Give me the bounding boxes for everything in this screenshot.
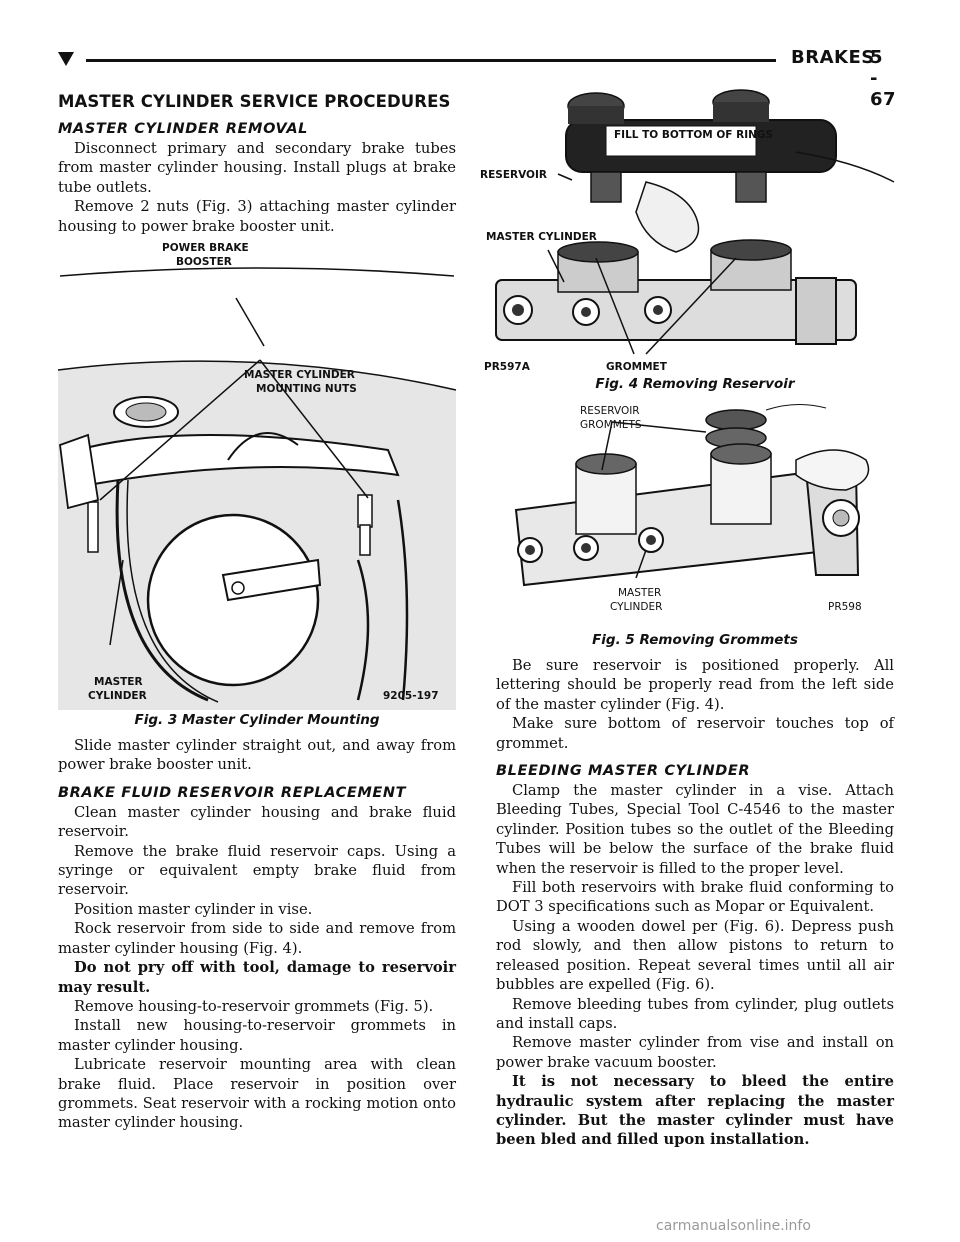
paragraph: Remove bleeding tubes from cylinder, plu… xyxy=(496,995,894,1032)
figure-code: 9205-197 xyxy=(383,690,439,702)
label-grommets-2: GROMMETS xyxy=(580,419,642,431)
paragraph: Make sure bottom of reservoir touches to… xyxy=(496,715,894,752)
paragraph: Rock reservoir from side to side and rem… xyxy=(58,920,456,957)
label-cylinder: MASTER CYLINDER xyxy=(486,231,597,243)
removing-reservoir-illustration: FILL TO BOTTOM OF RINGS xyxy=(480,89,895,373)
label-grommets-1: RESERVOIR xyxy=(580,405,640,417)
paragraph: Remove master cylinder from vise and ins… xyxy=(496,1034,894,1071)
page-title: MASTER CYLINDER SERVICE PROCEDURES xyxy=(58,92,451,111)
paragraph: Install new housing-to-reservoir grommet… xyxy=(58,1017,456,1054)
label-booster-2: BOOSTER xyxy=(176,256,232,268)
label-reservoir: RESERVOIR xyxy=(480,169,547,181)
figure-code: PR597A xyxy=(484,361,531,373)
label-cyl-2: CYLINDER xyxy=(610,601,662,613)
paragraph: Remove housing-to-reservoir grommets (Fi… xyxy=(74,997,434,1015)
label-cyl-1: MASTER xyxy=(618,587,661,599)
figure-code: PR598 xyxy=(828,601,862,613)
watermark: carmanualsonline.info xyxy=(656,1218,811,1234)
label-nuts-2: MOUNTING NUTS xyxy=(256,383,357,395)
label-fill: FILL TO BOTTOM OF RINGS xyxy=(614,129,773,141)
label-cyl-1: MASTER xyxy=(94,676,143,688)
paragraph: Remove 2 nuts (Fig. 3) attaching master … xyxy=(58,198,456,235)
paragraph: Fill both reservoirs with brake fluid co… xyxy=(496,879,894,916)
important-note: It is not necessary to bleed the entire … xyxy=(496,1073,894,1149)
label-grommet: GROMMET xyxy=(606,361,668,373)
page-header: BRAKES 5 - 67 xyxy=(58,38,896,110)
master-cylinder-mounting-illustration: POWER BRAKE BOOSTER MASTER CYLINDER MOUN… xyxy=(57,242,457,711)
header-rule xyxy=(86,59,776,62)
left-column: MASTER CYLINDER SERVICE PROCEDURES MASTE… xyxy=(57,92,457,1133)
paragraph: Clamp the master cylinder in a vise. Att… xyxy=(496,782,894,877)
paragraph: Using a wooden dowel per (Fig. 6). Depre… xyxy=(496,917,894,994)
label-nuts-1: MASTER CYLINDER xyxy=(244,369,355,381)
paragraph: Disconnect primary and secondary brake t… xyxy=(58,140,456,196)
bleeding-heading: BLEEDING MASTER CYLINDER xyxy=(496,763,751,780)
label-cyl-2: CYLINDER xyxy=(88,690,147,702)
paragraph: Slide master cylinder straight out, and … xyxy=(58,737,456,774)
paragraph: Lubricate reservoir mounting area with c… xyxy=(58,1056,456,1132)
right-column: FILL TO BOTTOM OF RINGS xyxy=(480,89,895,1150)
page-number: 5 - 67 xyxy=(870,47,897,110)
figure-3: POWER BRAKE BOOSTER MASTER CYLINDER MOUN… xyxy=(57,240,457,729)
paragraph: Position master cylinder in vise. xyxy=(74,900,313,918)
paragraph: Remove the brake fluid reservoir caps. U… xyxy=(58,842,456,899)
warning-note: Do not pry off with tool, damage to rese… xyxy=(58,959,456,996)
paragraph: Clean master cylinder housing and brake … xyxy=(58,803,456,841)
figure-4: FILL TO BOTTOM OF RINGS xyxy=(480,89,895,392)
figure-5: RESERVOIR GROMMETS MASTER CYLINDER PR598… xyxy=(496,400,894,648)
section-name: BRAKES xyxy=(791,47,875,68)
triangle-marker-icon xyxy=(58,52,74,66)
removal-heading: MASTER CYLINDER REMOVAL xyxy=(58,121,308,137)
removing-grommets-illustration: RESERVOIR GROMMETS MASTER CYLINDER PR598 xyxy=(514,404,870,613)
paragraph: Be sure reservoir is positioned properly… xyxy=(496,657,894,713)
reservoir-heading: BRAKE FLUID RESERVOIR REPLACEMENT xyxy=(58,784,407,801)
figure-caption: Fig. 3 Master Cylinder Mounting xyxy=(134,712,380,729)
label-booster-1: POWER BRAKE xyxy=(162,242,249,254)
figure-caption: Fig. 4 Removing Reservoir xyxy=(595,376,795,392)
figure-caption: Fig. 5 Removing Grommets xyxy=(592,632,798,648)
